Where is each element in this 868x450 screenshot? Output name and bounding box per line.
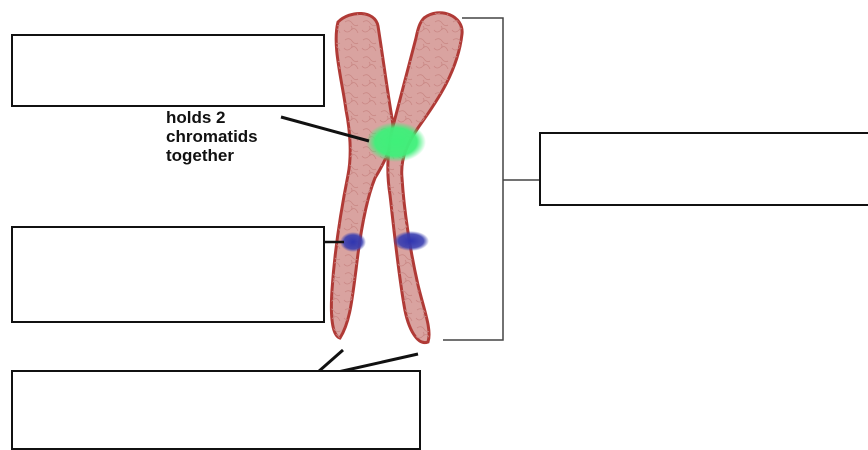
chromosome-bracket <box>443 18 540 340</box>
label-box-mid-left[interactable] <box>11 226 325 323</box>
label-box-right[interactable] <box>539 132 868 206</box>
gene-band-right <box>393 231 429 251</box>
label-box-top-left[interactable] <box>11 34 325 107</box>
label-box-bottom[interactable] <box>11 370 421 450</box>
annotation-line-2: chromatids <box>166 127 306 146</box>
annotation-line-3: together <box>166 146 306 165</box>
chromosome-diagram: holds 2 chromatids together <box>0 0 868 438</box>
centromere <box>366 122 426 162</box>
annotation-line-1: holds 2 <box>166 108 306 127</box>
centromere-annotation: holds 2 chromatids together <box>166 108 306 165</box>
bottom-leader-line-left <box>318 350 343 372</box>
